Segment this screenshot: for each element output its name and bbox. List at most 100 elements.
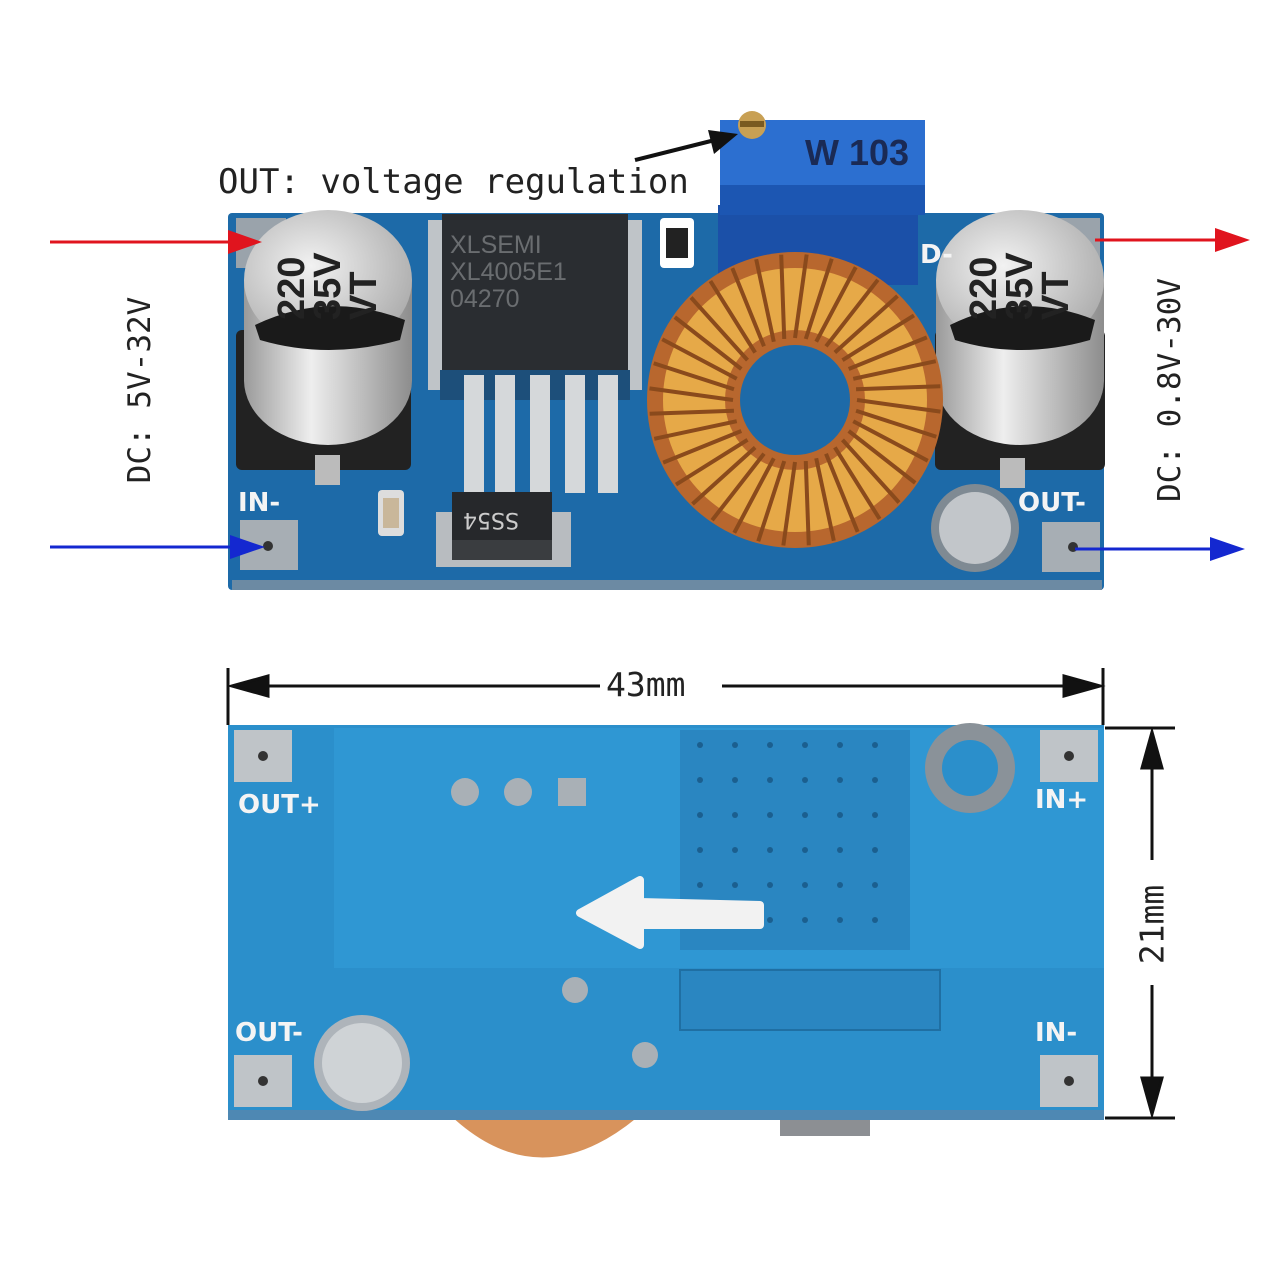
via [697,777,703,783]
capacitor-left [236,210,412,485]
coil-winding [710,452,766,522]
via [872,917,878,923]
coil-winding [814,457,836,542]
coil-winding [708,279,757,354]
via [767,777,773,783]
coil-winding [732,457,776,534]
input-positive-arrow [50,230,262,254]
height-dimension-label: 21mm [1132,884,1172,965]
schottky-diode [436,492,571,567]
via [802,812,808,818]
via [802,917,808,923]
coil-winding [824,278,880,348]
adjust-annotation: OUT: voltage regulation [218,162,689,202]
coil-winding [855,408,937,439]
capacitor-right [935,210,1105,488]
coil-winding [803,258,834,340]
direction-arrow [576,876,764,949]
bottom-label-out-minus: OUT- [235,1018,303,1048]
coil-winding [730,267,766,348]
via [732,847,738,853]
via [697,742,703,748]
output-positive-arrow [1095,228,1250,252]
pot-marking: W 103 [805,132,910,173]
coil-winding [847,335,928,371]
coil-winding [833,446,882,521]
coil-winding [793,254,809,339]
via [837,742,843,748]
via [732,882,738,888]
via [872,882,878,888]
adjust-pointer-arrow [634,130,738,162]
coil-winding [754,258,776,343]
coil-winding [781,461,797,546]
via [872,742,878,748]
via [767,917,773,923]
bottom-label-in-plus: IN+ [1035,785,1089,815]
via [837,812,843,818]
coil-winding [852,359,937,381]
coil-winding [855,384,941,392]
output-voltage-range: DC: 0.8V-30V [1152,278,1188,502]
via [802,777,808,783]
ic-date: 04270 [450,285,520,313]
via [732,812,738,818]
via [732,777,738,783]
via [767,742,773,748]
input-voltage-range: DC: 5V-32V [122,296,158,484]
via [802,847,808,853]
input-negative-arrow [50,535,265,559]
via [767,847,773,853]
coil-winding [691,446,757,506]
via [732,742,738,748]
coil-winding [756,460,787,542]
cap-voltage: 35V [999,252,1041,320]
via [697,847,703,853]
bottom-label-out-plus: OUT+ [238,790,321,820]
top-label-out-minus: OUT- [1018,488,1086,518]
coil-winding [852,419,929,463]
cap-voltage: 35V [307,252,349,320]
cap-series: VT [343,271,385,320]
coil-winding [803,460,811,546]
width-dimension [226,668,1106,725]
coil-winding [653,361,735,392]
via [837,882,843,888]
via [802,882,808,888]
via [872,777,878,783]
coil-winding [674,438,749,487]
top-pcb [228,111,1105,590]
top-label-in-minus: IN- [238,488,281,518]
coil-winding [649,408,735,416]
via [872,812,878,818]
height-dimension [1105,726,1175,1120]
via [767,882,773,888]
coil-winding [814,266,858,343]
toroid-inductor [647,252,943,548]
top-label-out-plus: D- [920,240,953,270]
via [802,742,808,748]
coil-winding [824,452,860,533]
via [872,847,878,853]
coil-winding [841,313,916,362]
via [767,812,773,818]
via [697,812,703,818]
bottom-pcb [228,723,1104,1158]
via [837,917,843,923]
cap-series: VT [1035,271,1077,320]
width-dimension-label: 43mm [606,665,686,704]
coil-winding [673,315,743,371]
coil-winding [847,429,917,485]
coil-winding [662,429,743,465]
coil-winding [856,398,941,414]
coil-winding [841,438,901,504]
cap-capacitance: 220 [271,256,313,320]
diode-marking: SS54 [463,507,519,532]
inductor-underside [450,1115,640,1158]
regulator-ic [428,214,642,493]
via [697,882,703,888]
output-negative-arrow [1075,537,1245,561]
ic-part: XL4005E1 [450,258,567,286]
coil-winding [779,254,787,340]
